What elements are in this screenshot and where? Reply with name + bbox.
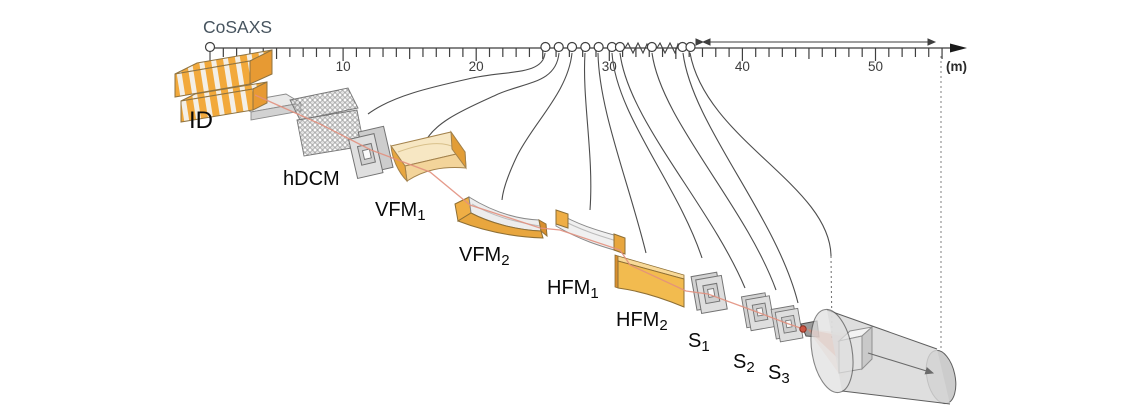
position-markers [540, 41, 696, 53]
leader-nozzle [682, 52, 799, 304]
insertion-device [174, 49, 303, 123]
leader-hfm2 [597, 52, 647, 254]
hfm2-front [617, 260, 685, 308]
vfm1-end-cap [450, 130, 467, 170]
vfm1-edge [390, 144, 408, 183]
hfm1-right-cap [613, 233, 626, 255]
id-bottom-array-end [252, 81, 268, 111]
slit-s1 [690, 271, 728, 315]
ruler-tick-label: 10 [336, 59, 351, 74]
hfm2-mirror [614, 254, 685, 308]
hfm1-left-cap [555, 209, 569, 229]
ruler-ticks [222, 48, 943, 61]
component-position-marker-icon [580, 41, 591, 53]
id-top-array-end [249, 49, 273, 85]
leader-hdcm [367, 52, 546, 115]
leader-vfm1 [423, 52, 560, 146]
ruler-tick-label: 40 [735, 59, 750, 74]
leader-s3 [651, 52, 777, 291]
label-s2: S2 [733, 351, 755, 376]
ruler-unit-label: (m) [946, 59, 967, 74]
component-position-marker-icon [646, 41, 657, 53]
component-position-marker-icon [566, 41, 578, 53]
ruler-tick-label: 20 [469, 59, 484, 74]
detector-travel-arrow [867, 352, 935, 375]
vfm1-mirror [390, 130, 467, 183]
component-position-marker-icon [614, 41, 626, 53]
leader-detector-dotted [830, 255, 833, 339]
label-hdcm: hDCM [283, 168, 340, 190]
label-s1: S1 [688, 330, 710, 355]
leader-curves [367, 52, 833, 339]
vfm2-mirror [454, 196, 548, 239]
ruler-tick-label: 50 [868, 59, 883, 74]
component-position-marker-icon [540, 41, 551, 53]
nozzle-tip [799, 325, 807, 333]
label-vfm2: VFM2 [459, 244, 510, 269]
ruler-arrowhead-icon [950, 43, 967, 53]
component-position-marker-icon [553, 41, 564, 53]
xray-beam-path [254, 94, 807, 331]
label-hfm1: HFM1 [547, 277, 599, 302]
tank-top-edge [826, 309, 938, 350]
mask-hole [361, 148, 372, 160]
beamline-title: CoSAXS [203, 17, 272, 37]
leader-detector [689, 52, 832, 257]
component-position-marker-icon [593, 41, 604, 53]
label-vfm1: VFM1 [375, 199, 426, 224]
aperture-mask [348, 125, 394, 180]
tank-bottom-edge [841, 390, 951, 405]
spring-segment-icon [656, 41, 681, 55]
vfm2-base [456, 212, 544, 239]
leader-s2 [619, 52, 746, 289]
leader-hfm1 [584, 52, 592, 211]
label-id: ID [189, 107, 213, 134]
leader-s1 [611, 52, 703, 259]
label-hfm2: HFM2 [616, 309, 668, 334]
leader-vfm2 [501, 52, 573, 201]
tank-front-cap [810, 308, 854, 394]
component-position-marker-icon [685, 41, 696, 53]
label-s3: S3 [768, 362, 790, 387]
spring-segment-icon [624, 41, 650, 55]
origin-marker-icon [204, 41, 216, 53]
cube-side [861, 325, 873, 371]
detector-tank [810, 308, 957, 405]
